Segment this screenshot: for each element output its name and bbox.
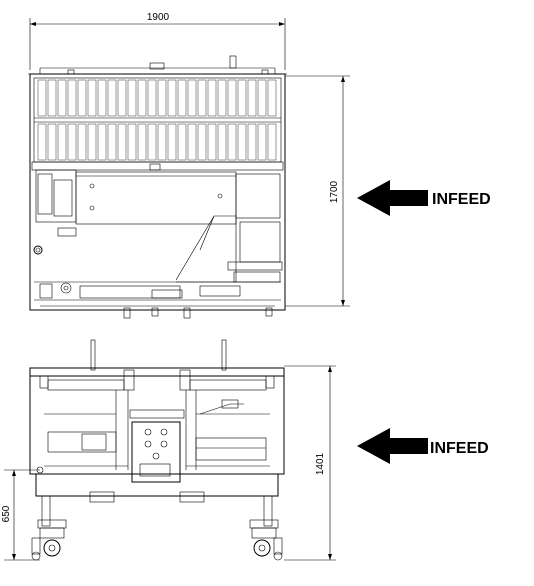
infeed-label-top: INFEED [432, 191, 491, 208]
height-dimension-label: 1401 [315, 452, 326, 475]
table-height-dimension: 650 [1, 469, 40, 561]
roller-slat [237, 79, 247, 117]
roller-slat [127, 123, 137, 161]
depth-dimension-label: 1700 [329, 180, 340, 203]
drive-assembly [33, 169, 283, 319]
roller-slat [217, 79, 227, 117]
roller-slat [107, 123, 117, 161]
roller-slat [97, 79, 107, 117]
roller-slat [57, 123, 67, 161]
roller-slat [87, 79, 97, 117]
roller-slat [207, 79, 217, 117]
roller-slat [47, 79, 57, 117]
roller-slat [197, 79, 207, 117]
roller-slat [137, 123, 147, 161]
roller-slat [227, 123, 237, 161]
roller-slat [37, 123, 47, 161]
roller-slat [217, 123, 227, 161]
infeed-arrow-top: INFEED [357, 180, 491, 216]
roller-slat [117, 79, 127, 117]
roller-slat [147, 123, 157, 161]
machine-body [29, 375, 285, 475]
top-rail [29, 367, 285, 377]
roller-slat [107, 79, 117, 117]
height-dimension: 1401 [284, 365, 336, 561]
base-frame [35, 473, 279, 497]
roller-slat [257, 79, 267, 117]
depth-dimension: 1700 [285, 75, 350, 307]
roller-slat [127, 79, 137, 117]
roller-conveyor [33, 77, 282, 163]
roller-slat [77, 79, 87, 117]
arrow-left-icon [357, 428, 428, 464]
control-panel [131, 421, 181, 483]
arrow-left-icon [357, 180, 428, 216]
roller-slat [267, 79, 277, 117]
roller-slat [117, 123, 127, 161]
infeed-arrow-front: INFEED [357, 428, 489, 464]
top-view: 1900 1700 [28, 12, 491, 319]
roller-slat [177, 123, 187, 161]
roller-slat [177, 79, 187, 117]
infeed-label-front: INFEED [430, 440, 489, 457]
roller-slat [197, 123, 207, 161]
roller-slat [137, 79, 147, 117]
conveyor-separator [31, 161, 284, 171]
roller-slat [257, 123, 267, 161]
roller-slat [227, 79, 237, 117]
roller-slat [47, 123, 57, 161]
roller-slat [67, 79, 77, 117]
table-height-dimension-label: 650 [1, 505, 12, 522]
roller-slat [77, 123, 87, 161]
right-caster [249, 495, 283, 561]
roller-slat [67, 123, 77, 161]
roller-slat [147, 79, 157, 117]
width-dimension: 1900 [29, 12, 286, 70]
roller-slat [247, 79, 257, 117]
roller-slat [157, 123, 167, 161]
roller-slat [267, 123, 277, 161]
roller-slat [167, 79, 177, 117]
roller-slat [157, 79, 167, 117]
roller-slat [97, 123, 107, 161]
front-view: 1401 650 [1, 339, 489, 561]
roller-slat [207, 123, 217, 161]
roller-slat [57, 79, 67, 117]
roller-slat [187, 79, 197, 117]
roller-slat [37, 79, 47, 117]
roller-slat [187, 123, 197, 161]
left-caster [31, 495, 67, 561]
width-dimension-label: 1900 [147, 12, 170, 23]
roller-slat [237, 123, 247, 161]
roller-slat [87, 123, 97, 161]
roller-slat [167, 123, 177, 161]
roller-slat [247, 123, 257, 161]
